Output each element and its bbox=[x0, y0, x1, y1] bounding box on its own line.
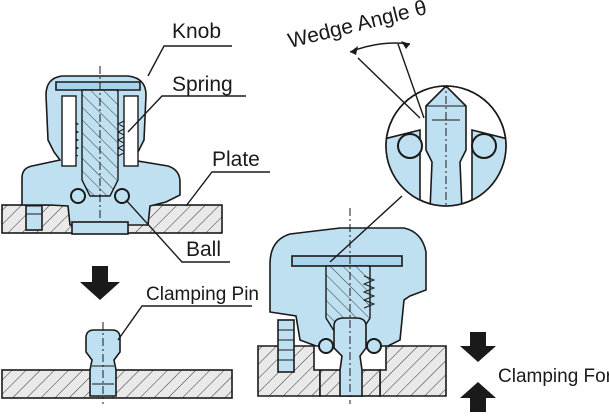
ball-left-b bbox=[114, 188, 130, 204]
left-assembly bbox=[1, 66, 223, 236]
plate-lower-left bbox=[1, 369, 233, 399]
label-spring: Spring bbox=[172, 73, 233, 96]
ball-right-a bbox=[318, 338, 334, 354]
label-clamping-pin: Clamping Pin bbox=[146, 284, 259, 305]
spring-right bbox=[362, 275, 376, 309]
knob-cap-left bbox=[55, 81, 141, 91]
detail-ball-a bbox=[397, 133, 423, 159]
arrow-down-icon bbox=[460, 332, 496, 362]
pin-in-plate: Clamping Pin bbox=[1, 284, 259, 404]
label-knob: Knob bbox=[172, 20, 221, 43]
label-plate: Plate bbox=[212, 148, 260, 171]
ball-right-b bbox=[366, 338, 382, 354]
arrow-up-icon bbox=[460, 382, 496, 412]
clamping-pin-left bbox=[85, 329, 121, 397]
right-assembly bbox=[257, 195, 447, 404]
magnified-detail bbox=[385, 85, 507, 207]
arrow-down-icon bbox=[80, 266, 120, 300]
label-clamping-force: Clamping Force bbox=[498, 366, 609, 387]
labels-left: Knob Spring Plate Ball bbox=[125, 20, 270, 263]
label-ball: Ball bbox=[186, 238, 221, 261]
lever-bar bbox=[291, 255, 403, 267]
detail-ball-b bbox=[471, 133, 497, 159]
locating-pin-right bbox=[277, 319, 295, 373]
clamping-force: Clamping Force bbox=[460, 332, 609, 412]
ball-left-a bbox=[70, 188, 86, 204]
